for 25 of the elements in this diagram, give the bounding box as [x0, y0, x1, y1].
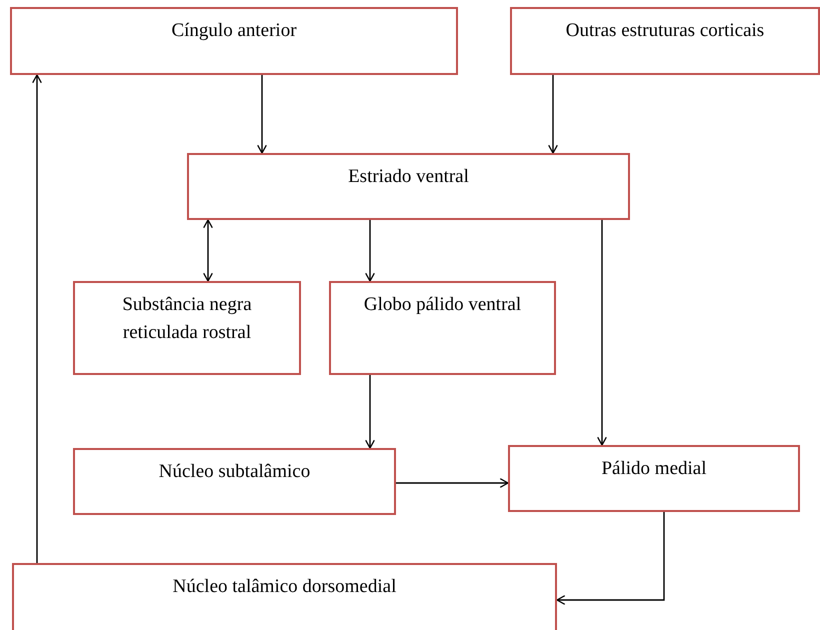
arrow [556, 512, 665, 606]
box-label: Cíngulo anterior [171, 19, 297, 43]
process-box [12, 563, 557, 630]
process-box [329, 281, 556, 375]
box-label: Pálido medial [601, 457, 706, 481]
process-box [73, 448, 396, 515]
box-label: Núcleo talâmico dorsomedial [172, 575, 396, 599]
process-box [510, 7, 820, 75]
arrow [596, 220, 608, 446]
box-label: Outras estruturas corticais [566, 19, 764, 43]
arrow [548, 75, 558, 154]
arrow [364, 375, 376, 449]
box-label: Estriado ventral [348, 165, 469, 189]
arrow [32, 74, 42, 563]
process-box [73, 281, 301, 375]
process-box [508, 445, 800, 512]
box-label: Globo pálido ventral [364, 293, 522, 317]
process-box [10, 7, 458, 75]
arrow [364, 220, 376, 282]
box-label: Substância negra reticulada rostral [121, 293, 253, 345]
arrow [256, 75, 268, 154]
arrow [396, 478, 509, 488]
box-label: Núcleo subtalâmico [158, 460, 310, 484]
arrow [202, 219, 214, 282]
process-box [187, 153, 630, 220]
